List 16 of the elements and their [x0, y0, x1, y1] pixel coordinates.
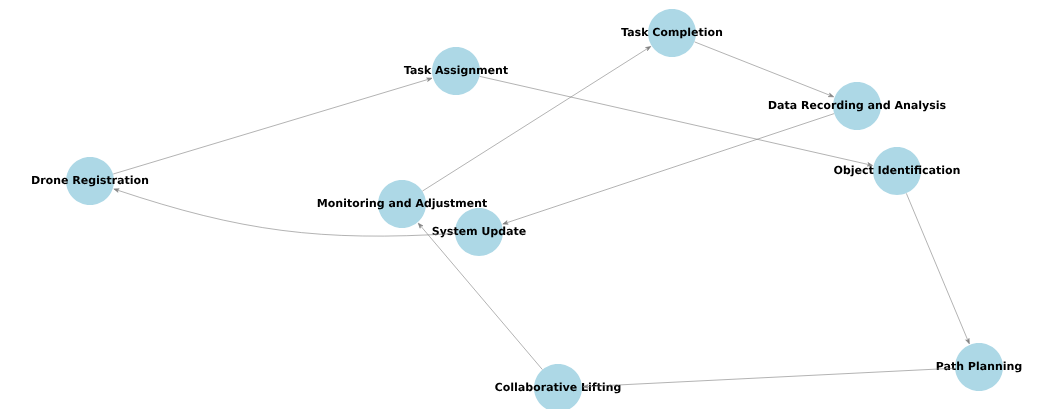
arrow — [417, 222, 543, 370]
graph-node: Object Identification — [834, 147, 960, 195]
graph-node: Task Assignment — [403, 47, 508, 95]
graph-node: Drone Registration — [32, 157, 149, 205]
arrow — [479, 76, 873, 167]
graph-node: Task Completion — [621, 9, 723, 57]
arrow — [582, 367, 956, 389]
graph-node: Path Planning — [936, 343, 1022, 391]
graph-node: Data Recording and Analysis — [768, 82, 946, 130]
arrow — [694, 41, 834, 98]
arrow — [113, 188, 456, 237]
arrow — [112, 77, 433, 175]
arrow — [502, 113, 835, 225]
arrow — [906, 193, 970, 345]
arrow — [422, 46, 652, 192]
graph-node: Collaborative Lifting — [495, 364, 621, 409]
